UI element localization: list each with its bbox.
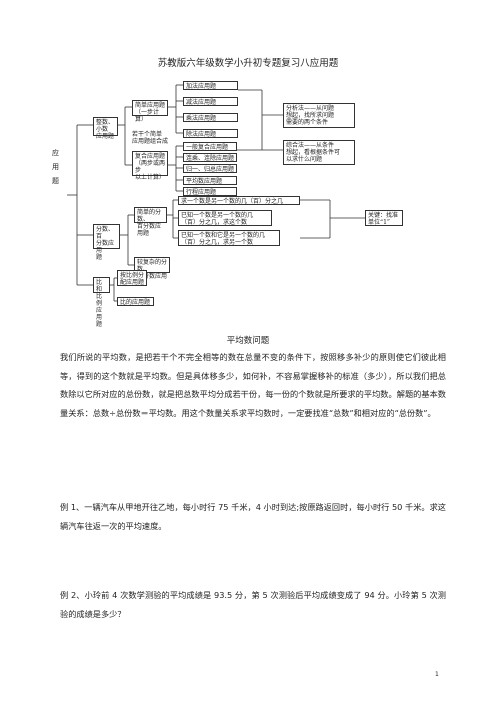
diagram-simple-item: 除法应用题: [183, 129, 238, 138]
page-number: 1: [435, 671, 439, 678]
diagram-compound-item: 平均数应用题: [183, 176, 237, 185]
diagram-ratio-item: 比的应用题: [117, 297, 154, 306]
diagram-fraction-item: 已知一个数是另一个数的几 （百）分之几，求这个数: [178, 210, 272, 226]
diagram-simple-item: 乘法应用题: [183, 113, 238, 122]
example-1: 例 1、一辆汽车从甲地开往乙地，每小时行 75 千米，4 小时到达;按原路返回时…: [60, 502, 446, 531]
diagram-fraction-percent: 分数、百 分数应用 题: [93, 224, 120, 261]
diagram-fraction-item: 求一个数是另一个数的几（百）分之几: [178, 196, 300, 205]
diagram-combo-note: 若干个简单 应用题组合成: [132, 131, 169, 145]
diagram-simple-problems: 简单应用题 （一步计算）: [132, 100, 168, 123]
paragraph-intro: 我们所说的平均数，是把若干个不完全相等的数在总量不变的条件下，按照移多补少的原则…: [60, 352, 446, 418]
page-title: 苏教版六年级数学小升初专题复习八应用题: [157, 58, 339, 69]
diagram-root: 应 用 题: [52, 149, 59, 185]
diagram-simple-item: 减法应用题: [183, 97, 238, 106]
diagram-compound-item: 归一、归总应用题: [183, 164, 237, 173]
diagram-analysis-method: 分析法——从问题 想起，找所求问题 需要的两个条件: [283, 103, 355, 128]
diagram-simple-fraction: 简单的分数、 百分数应用题: [134, 207, 167, 237]
example-2: 例 2、小玲前 4 次数学测验的平均成绩是 93.5 分，第 5 次测验后平均成…: [60, 590, 446, 619]
diagram-integer-decimal: 整数、小数 应用题: [93, 117, 118, 140]
application-problem-diagram: 应 用 题 整数、小数 应用题 简单应用题 （一步计算） 若干个简单 应用题组合…: [0, 0, 496, 328]
diagram-compound-item: 行程应用题: [183, 187, 237, 196]
diagram-compound-item: 连乘、连除应用题: [183, 153, 237, 162]
diagram-compound-problems: 复合应用题 （两步或两步 以上计算）: [132, 151, 168, 181]
diagram-connectors: [67, 84, 365, 302]
diagram-ratio-proportion: 比和比例 应用题: [93, 277, 110, 328]
diagram-fraction-item: 已知一个数和它是另一个数的几 （百）分之几，求另一个数: [178, 230, 280, 246]
diagram-compound-item: 一般复合应用题: [183, 142, 237, 151]
section-title: 平均数问题: [226, 336, 270, 346]
diagram-key-unit-one: 关键：找准 单位“1”: [365, 210, 403, 226]
diagram-ratio-item: 按比例分 配应用题: [117, 270, 147, 286]
diagram-synthesis-method: 综合法——从条件 想起，看根据条件可 以求什么问题: [283, 140, 355, 165]
diagram-simple-item: 加法应用题: [183, 81, 238, 90]
